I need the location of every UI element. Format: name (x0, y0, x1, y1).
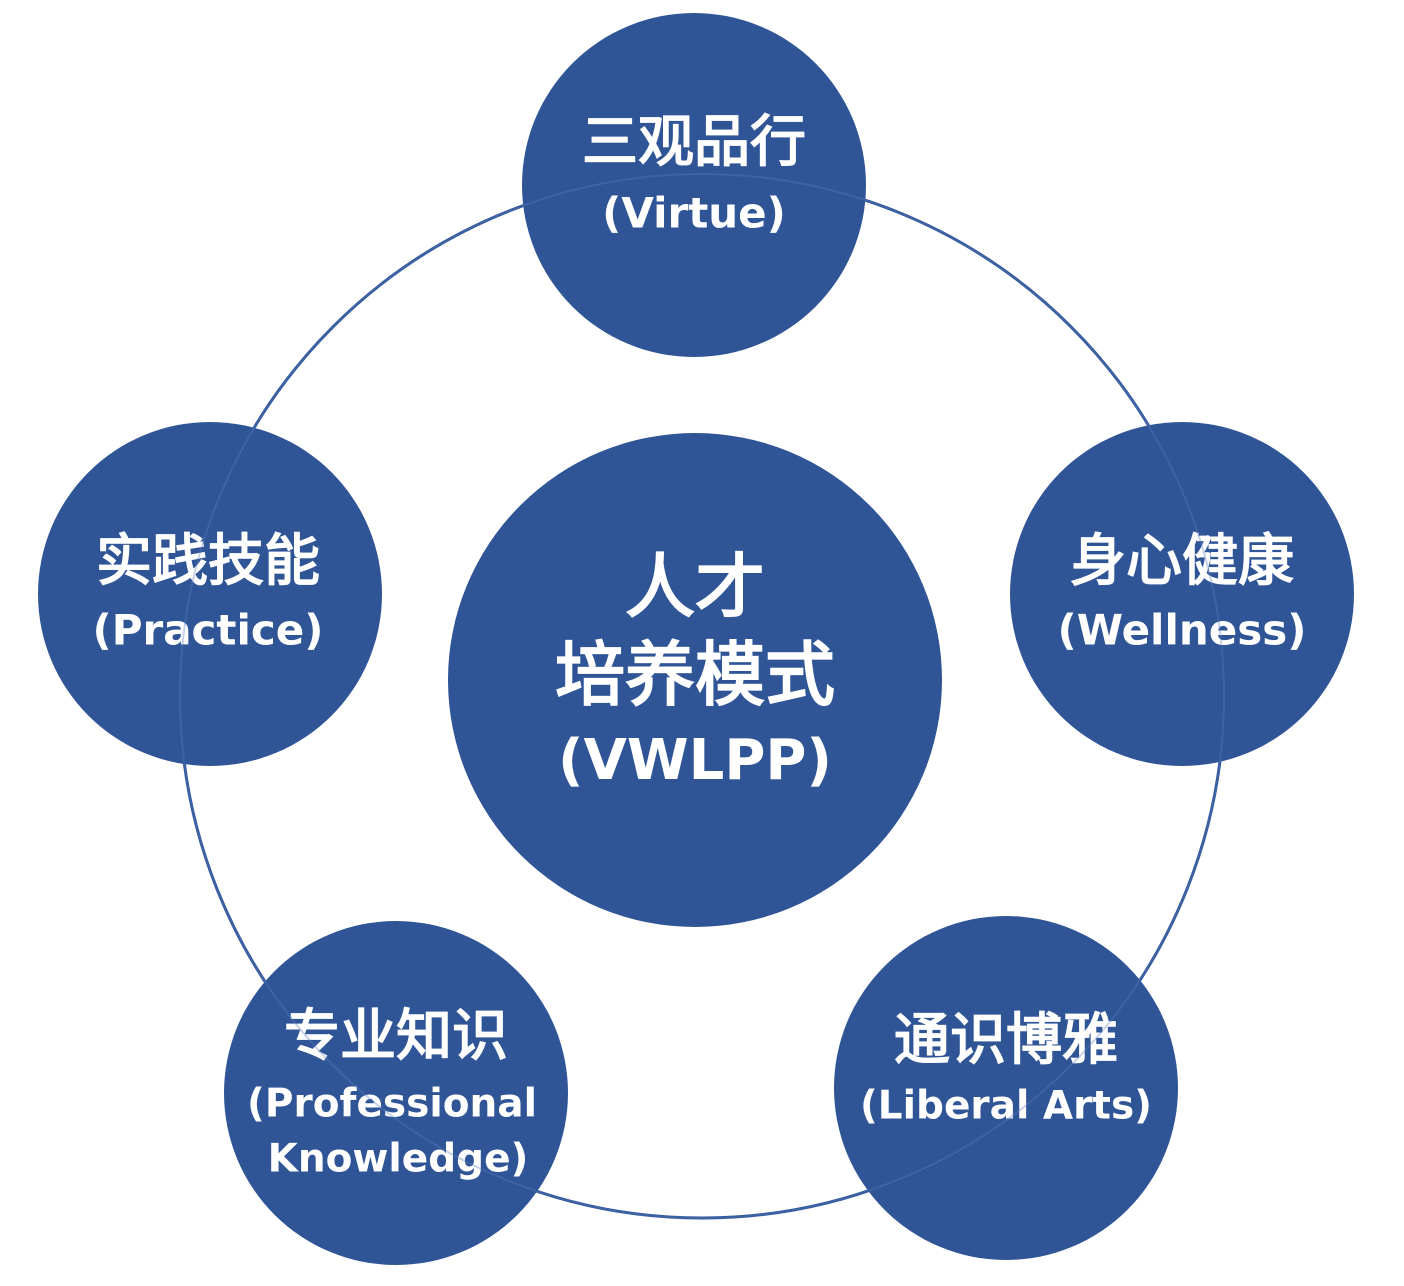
node-virtue: 三观品行 (Virtue) (522, 13, 866, 357)
node-wellness-en: (Wellness) (1058, 606, 1307, 655)
node-liberal-arts-en: (Liberal Arts) (860, 1084, 1152, 1129)
node-wellness-circle (1010, 422, 1354, 766)
node-practice: 实践技能 (Practice) (38, 422, 382, 766)
node-practice-circle (38, 422, 382, 766)
center-title-line2: 培养模式 (555, 634, 835, 716)
node-practice-cn: 实践技能 (96, 529, 320, 594)
center-node: 人才 培养模式 (VWLPP) (448, 433, 942, 927)
node-professional-cn: 专业知识 (284, 1004, 508, 1069)
connecting-ring-overlay (179, 173, 1225, 1219)
node-wellness-cn: 身心健康 (1070, 529, 1294, 594)
node-liberal-arts: 通识博雅 (Liberal Arts) (834, 916, 1178, 1260)
node-virtue-en: (Virtue) (602, 189, 786, 238)
node-professional-en-line2: Knowledge) (268, 1137, 529, 1182)
center-title-line1: 人才 (625, 546, 765, 628)
node-liberal-arts-circle (834, 916, 1178, 1260)
center-circle (448, 433, 942, 927)
node-professional-en-line1: (Professional (247, 1082, 537, 1127)
node-professional-circle (224, 921, 568, 1265)
node-professional: 专业知识 (Professional Knowledge) (224, 921, 568, 1265)
center-acronym: (VWLPP) (558, 728, 832, 793)
node-virtue-circle (522, 13, 866, 357)
node-wellness: 身心健康 (Wellness) (1010, 422, 1354, 766)
node-virtue-cn: 三观品行 (582, 110, 806, 175)
node-practice-en: (Practice) (93, 606, 324, 655)
node-liberal-arts-cn: 通识博雅 (894, 1008, 1118, 1073)
